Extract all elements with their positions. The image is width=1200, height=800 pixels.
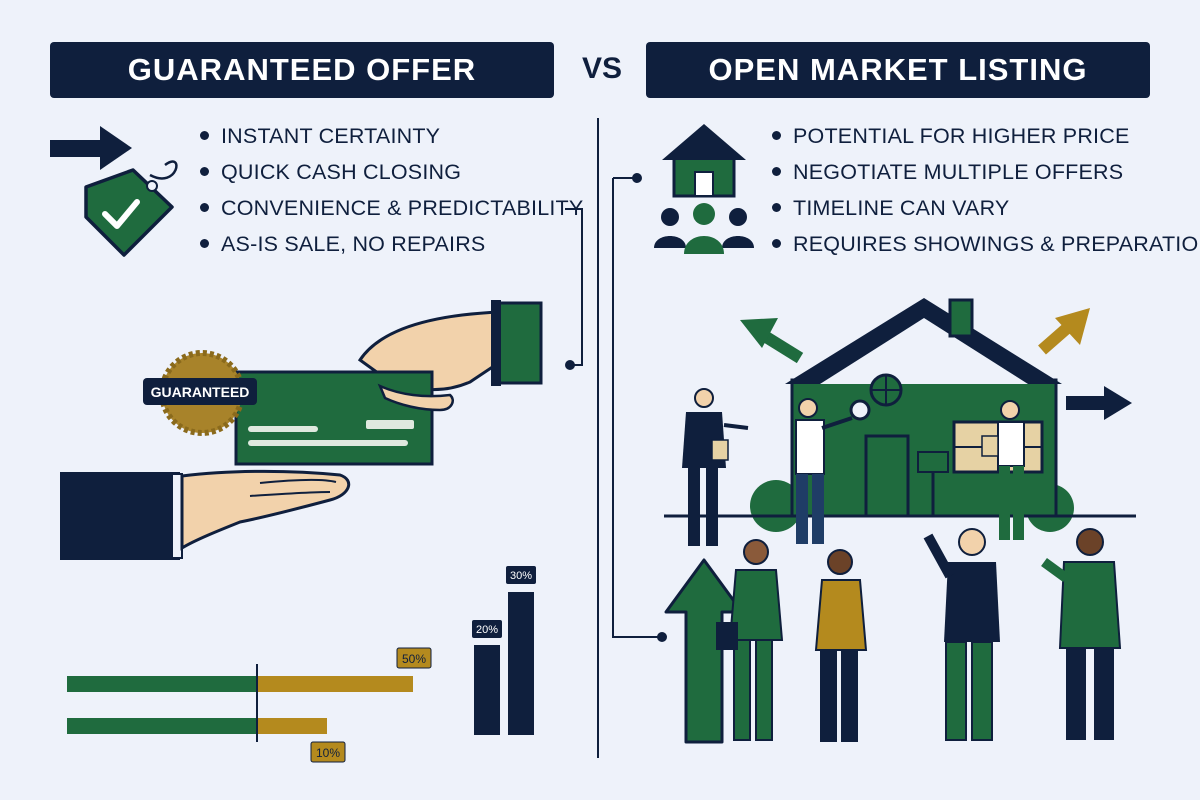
open-market-title: OPEN MARKET LISTING — [708, 52, 1088, 87]
bullet-dot — [200, 130, 209, 140]
people-group-icon — [654, 203, 754, 254]
rising-arrow-icon — [664, 558, 744, 744]
bar-label: 50% — [402, 652, 426, 666]
benefit-text: TIMELINE CAN VARY — [793, 196, 1010, 220]
vs-label: VS — [581, 52, 623, 85]
column-label: 30% — [510, 570, 532, 582]
agent-with-clipboard — [682, 388, 749, 546]
benefit-text: QUICK CASH CLOSING — [221, 160, 462, 184]
guaranteed-offer-banner: GUARANTEED OFFER — [50, 42, 554, 98]
receiving-hand — [60, 469, 351, 560]
benefit-item: CONVENIENCE & PREDICTABILITY — [200, 190, 583, 226]
crowd-person-woman-green — [716, 539, 784, 741]
open-market-benefits: POTENTIAL FOR HIGHER PRICE NEGOTIATE MUL… — [772, 118, 1200, 262]
benefit-item: POTENTIAL FOR HIGHER PRICE — [772, 118, 1200, 154]
bullet-dot — [200, 238, 209, 248]
benefit-text: AS-IS SALE, NO REPAIRS — [221, 232, 486, 256]
buyer-with-magnifier — [795, 398, 871, 544]
benefit-item: QUICK CASH CLOSING — [200, 154, 583, 190]
connector-lines — [565, 118, 667, 758]
guaranteed-offer-benefits: INSTANT CERTAINTY QUICK CASH CLOSING CON… — [200, 118, 583, 262]
guaranteed-offer-title: GUARANTEED OFFER — [127, 52, 477, 87]
bullet-dot — [772, 166, 781, 176]
benefit-text: INSTANT CERTAINTY — [221, 124, 441, 148]
benefit-item: REQUIRES SHOWINGS & PREPARATION — [772, 226, 1200, 262]
crowd-person-green-shirt — [1041, 528, 1122, 740]
benefit-item: NEGOTIATE MULTIPLE OFFERS — [772, 154, 1200, 190]
arrow-right-icon — [50, 126, 132, 170]
cash-check — [234, 370, 434, 466]
giving-hand — [357, 300, 543, 392]
house-icon — [662, 124, 746, 198]
benefit-item: INSTANT CERTAINTY — [200, 118, 583, 154]
bullet-dot — [772, 130, 781, 140]
benefit-text: CONVENIENCE & PREDICTABILITY — [221, 196, 584, 220]
benefit-item: TIMELINE CAN VARY — [772, 190, 1200, 226]
benefit-text: NEGOTIATE MULTIPLE OFFERS — [793, 160, 1124, 184]
woman-with-clipboard — [981, 400, 1025, 540]
bullet-dot — [200, 202, 209, 212]
bullet-dot — [200, 166, 209, 176]
column-chart: 20% 30% — [472, 566, 536, 735]
arrow-right-icon — [1066, 386, 1132, 420]
price-tag-check-icon — [84, 160, 178, 257]
crowd-person-pointing — [923, 528, 1000, 741]
benefit-text: REQUIRES SHOWINGS & PREPARATION — [793, 232, 1200, 256]
column-label: 20% — [476, 624, 498, 636]
bullet-dot — [772, 238, 781, 248]
horizontal-bars: 50% 10% — [67, 647, 432, 763]
seal-label: GUARANTEED — [151, 384, 250, 400]
benefit-item: AS-IS SALE, NO REPAIRS — [200, 226, 583, 262]
guaranteed-seal-icon: GUARANTEED — [143, 350, 257, 436]
arrow-up-right-icon — [1038, 308, 1090, 355]
benefit-text: POTENTIAL FOR HIGHER PRICE — [793, 124, 1130, 148]
crowd-person-gold — [814, 549, 868, 742]
giving-fingers — [377, 383, 454, 412]
open-market-banner: OPEN MARKET LISTING — [646, 42, 1150, 98]
arrow-up-left-icon — [740, 318, 804, 364]
bar-label: 10% — [316, 746, 340, 760]
bullet-dot — [772, 202, 781, 212]
